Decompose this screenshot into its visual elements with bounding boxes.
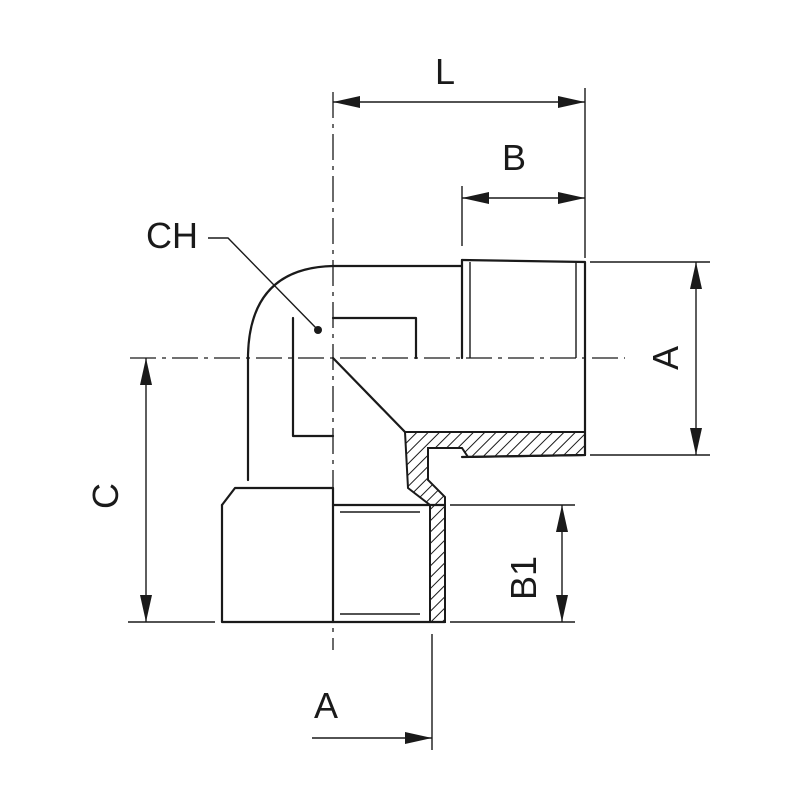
- dimension-C: [140, 358, 152, 622]
- dimension-A-bottom: [312, 732, 432, 744]
- extension-lines: [128, 88, 710, 750]
- label-B1: B1: [503, 556, 544, 600]
- label-CH: CH: [146, 215, 198, 256]
- label-L: L: [435, 51, 455, 92]
- label-B: B: [502, 137, 526, 178]
- leader-CH: [208, 237, 322, 334]
- dimension-L: [333, 96, 585, 108]
- dimension-A-right: [690, 262, 702, 455]
- label-C: C: [85, 483, 126, 509]
- fitting-body: [220, 258, 587, 624]
- dimension-B: [462, 192, 585, 204]
- label-A-right: A: [645, 346, 686, 370]
- dimension-B1: [556, 505, 568, 622]
- label-A-bottom: A: [314, 685, 338, 726]
- section-hatch: [403, 431, 586, 623]
